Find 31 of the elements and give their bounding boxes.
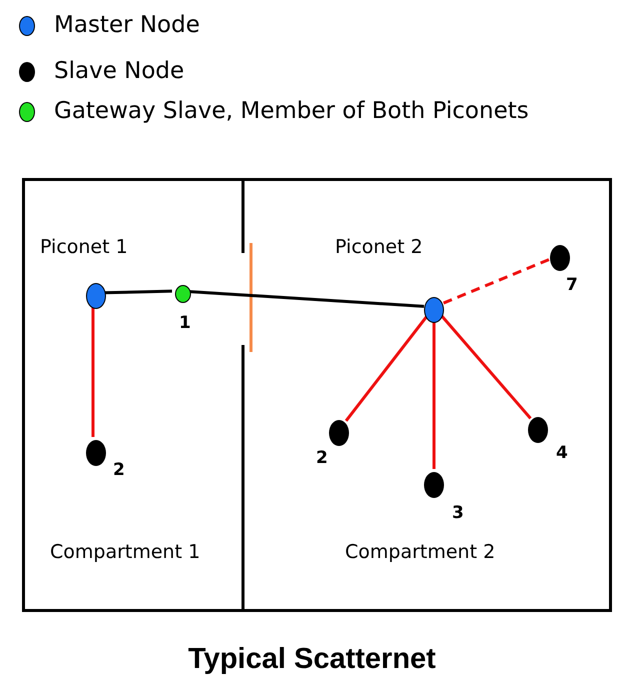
connection-line <box>92 306 94 437</box>
node-number: 2 <box>316 448 328 468</box>
node-dot <box>86 283 106 309</box>
node-number: 1 <box>179 313 191 333</box>
node-number: 3 <box>452 503 464 523</box>
node-number: 4 <box>556 443 568 463</box>
node-dot <box>86 440 106 466</box>
diagram-caption: Typical Scatternet <box>187 643 437 676</box>
node-dot <box>550 245 570 271</box>
node-dot <box>329 420 349 446</box>
node-number: 2 <box>113 460 125 480</box>
connection-line <box>432 320 436 469</box>
piconet-label: Piconet 1 <box>40 236 128 258</box>
node-number: 7 <box>566 275 578 295</box>
compartment-box <box>22 178 246 612</box>
connection-line <box>440 314 532 420</box>
legend-label: Gateway Slave, Member of Both Piconets <box>54 98 529 124</box>
piconet-label: Piconet 2 <box>335 236 423 258</box>
legend-label: Master Node <box>54 12 200 38</box>
node-dot <box>175 285 191 303</box>
connection-line <box>188 290 424 308</box>
compartment-box <box>243 178 612 612</box>
node-dot <box>424 297 444 323</box>
node-dot <box>424 472 444 498</box>
connection-line <box>344 315 428 422</box>
legend-label: Slave Node <box>54 58 184 84</box>
connection-line <box>102 290 172 294</box>
compartment-label: Compartment 2 <box>345 541 496 563</box>
connection-line <box>442 258 552 304</box>
compartment-label: Compartment 1 <box>50 541 200 563</box>
node-dot <box>528 417 548 443</box>
